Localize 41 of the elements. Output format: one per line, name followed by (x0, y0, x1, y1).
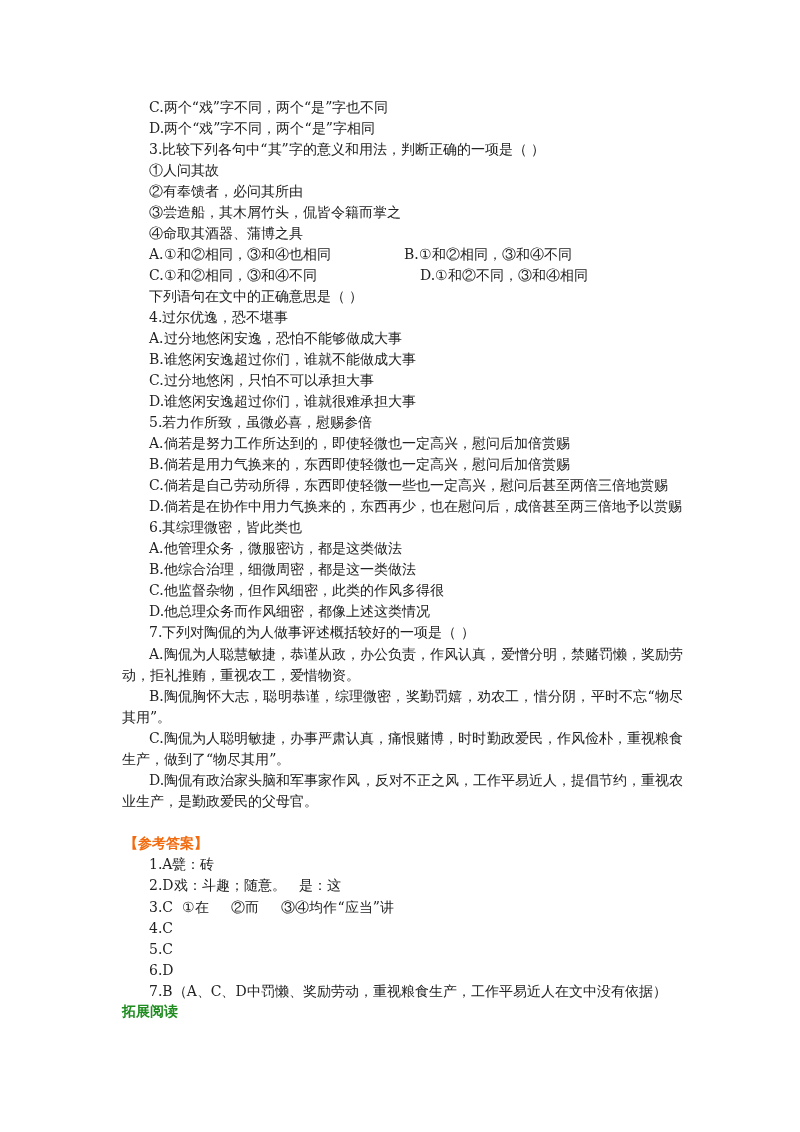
question-text: B.他综合治理，细微周密，都是这一类做法 (149, 560, 416, 579)
question-text: D.①和②不同，③和④相同 (420, 266, 589, 285)
answer-text: 2.D戏：斗趣；随意。 是：这 (149, 876, 341, 895)
question-text: C.①和②相同，③和④不同 (149, 266, 317, 285)
question-text: ①人问其故 (149, 161, 219, 180)
answer-text: 3.C ①在 ②而 ③④均作“应当”讲 (149, 898, 394, 917)
question-text: 3.比较下列各句中“其”字的意义和用法，判断正确的一项是（ ） (149, 140, 546, 159)
question-text: C.过分地悠闲，只怕不可以承担大事 (149, 371, 374, 390)
question-text: 4.过尔优逸，恐不堪事 (149, 308, 289, 327)
question-text: 5.若力作所致，虽微必喜，慰赐参倍 (149, 413, 373, 432)
answer-option-text: B.陶侃胸怀大志，聪明恭谨，综理微密，奖勤罚嬉，劝农工，惜分阴，平时不忘“物尽其用”。 (122, 687, 683, 727)
question-text: C.倘若是自己劳动所得，东西即使轻微一些也一定高兴，慰问后甚至两倍三倍地赏赐 (149, 476, 668, 495)
question-text: D.他总理众务而作风细密，都像上述这类情况 (149, 602, 431, 621)
section-heading: 【参考答案】 (124, 834, 208, 853)
question-text: 6.其综理微密，皆此类也 (149, 518, 303, 537)
question-text: A.①和②相同，③和④也相同 (149, 245, 331, 264)
question-text: ④命取其酒器、蒲博之具 (149, 224, 303, 243)
question-text: D.两个“戏”字不同，两个“是”字相同 (149, 119, 375, 138)
question-text: B.谁悠闲安逸超过你们，谁就不能做成大事 (149, 350, 416, 369)
answer-option-text: C.陶侃为人聪明敏捷，办事严肃认真，痛恨赌博，时时勤政爱民，作风俭朴，重视粮食生产，做到了“物尽其用”。 (122, 729, 683, 769)
question-text: C.他监督杂物，但作风细密，此类的作风多得很 (149, 581, 444, 600)
answer-text: 6.D (149, 961, 174, 980)
question-text: A.过分地悠闲安逸，恐怕不能够做成大事 (149, 329, 402, 348)
question-text: 7.下列对陶侃的为人做事评述概括较好的一项是（ ） (149, 623, 475, 642)
question-text: B.①和②相同，③和④不同 (404, 245, 572, 264)
question-text: ②有奉馈者，必问其所由 (149, 182, 303, 201)
question-text: A.他管理众务，微服密访，都是这类做法 (149, 539, 402, 558)
answer-text: 7.B（A、C、D中罚懒、奖励劳动，重视粮食生产，工作平易近人在文中没有依据） (149, 982, 667, 1001)
question-text: D.谁悠闲安逸超过你们，谁就很难承担大事 (149, 392, 417, 411)
answer-text: 1.A甓：砖 (149, 855, 215, 874)
question-text: B.倘若是用力气换来的，东西即使轻微也一定高兴，慰问后加倍赏赐 (149, 455, 570, 474)
answer-text: 4.C (149, 919, 174, 938)
question-text: D.倘若是在协作中用力气换来的，东西再少，也在慰问后，成倍甚至两三倍地予以赏赐 (149, 497, 683, 516)
question-text: C.两个“戏”字不同，两个“是”字也不同 (149, 98, 389, 117)
answer-text: 5.C (149, 940, 174, 959)
question-text: A.倘若是努力工作所达到的，即使轻微也一定高兴，慰问后加倍赏赐 (149, 434, 570, 453)
question-text: ③尝造船，其木屑竹头，侃皆令籍而掌之 (149, 203, 401, 222)
section-heading: 拓展阅读 (122, 1002, 178, 1021)
answer-option-text: A.陶侃为人聪慧敏捷，恭谨从政，办公负责，作风认真，爱憎分明，禁赌罚懒，奖励劳动，拒礼推贿，重视农工，爱惜物资。 (122, 645, 683, 685)
question-text: 下列语句在文中的正确意思是（ ） (149, 287, 364, 306)
answer-option-text: D.陶侃有政治家头脑和军事家作风，反对不正之风，工作平易近人，提倡节约，重视农业生产，是勤政爱民的父母官。 (122, 771, 683, 811)
